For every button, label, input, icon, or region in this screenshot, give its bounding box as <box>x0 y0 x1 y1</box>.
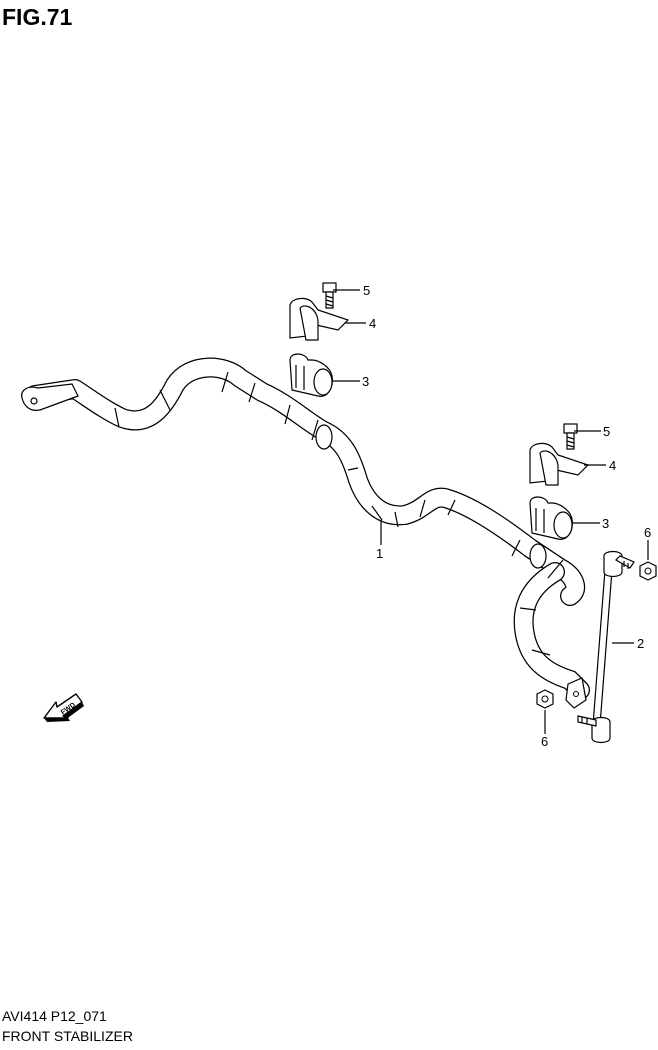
bolt-left[interactable] <box>322 282 337 309</box>
fwd-arrow-icon: FWD <box>43 693 84 722</box>
figure-title: FIG.71 <box>2 4 73 30</box>
callout-2: 2 <box>637 636 644 651</box>
callout-4-left: 4 <box>369 316 376 331</box>
bolt-right[interactable] <box>563 423 578 450</box>
stabilizer-link[interactable] <box>577 550 635 744</box>
nut-lower[interactable] <box>536 689 554 709</box>
callout-5-right: 5 <box>603 424 610 439</box>
callout-6-upper: 6 <box>644 525 651 540</box>
bushing-right[interactable] <box>529 496 573 540</box>
callout-4-right: 4 <box>609 458 616 473</box>
bracket-right[interactable] <box>529 442 590 486</box>
callout-3-left: 3 <box>362 374 369 389</box>
leader-lines <box>332 289 649 734</box>
bushing-left[interactable] <box>289 353 333 397</box>
callout-1: 1 <box>376 546 383 561</box>
stabilizer-bar[interactable] <box>21 357 590 709</box>
figure-name: FRONT STABILIZER <box>2 1028 133 1044</box>
callout-5-left: 5 <box>363 283 370 298</box>
bracket-left[interactable] <box>289 297 350 341</box>
figure-code: AVI414 P12_071 <box>2 1008 107 1024</box>
nut-upper[interactable] <box>639 561 657 581</box>
callout-6-lower: 6 <box>541 734 548 749</box>
callout-3-right: 3 <box>602 516 609 531</box>
